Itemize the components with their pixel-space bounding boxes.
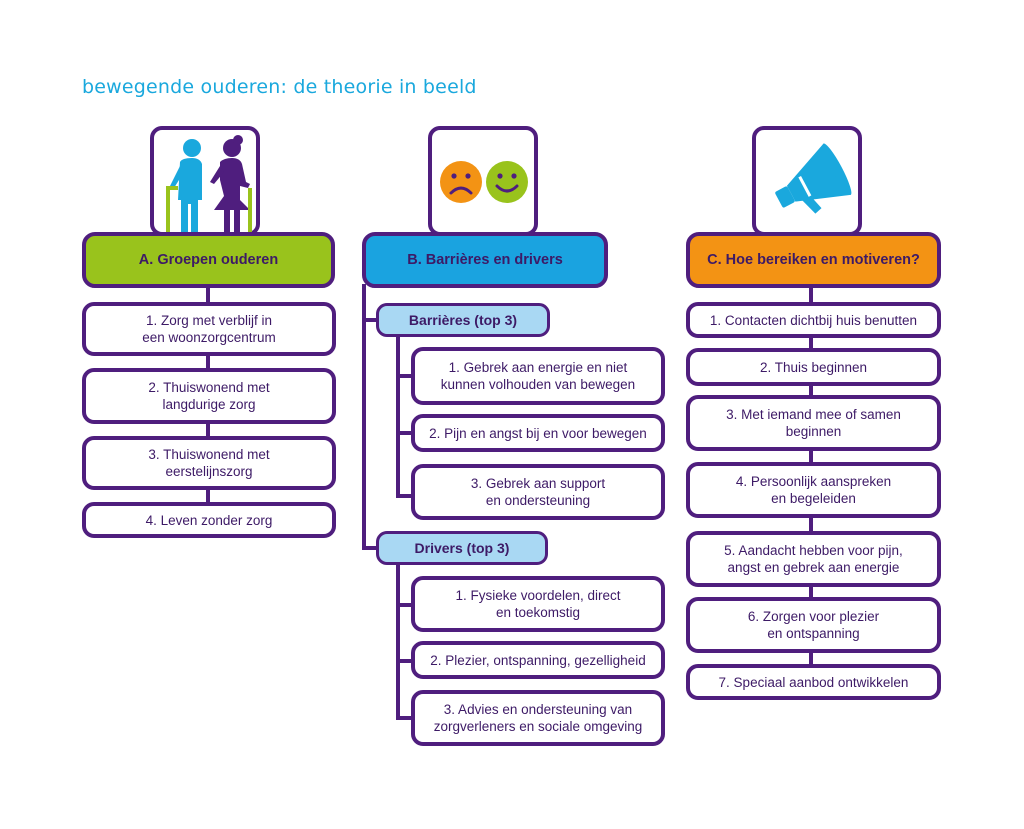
connector-line (396, 659, 412, 663)
elderly-couple-icon (166, 135, 252, 232)
connector-line (396, 374, 412, 378)
icon-box-groepen (150, 126, 260, 236)
page-title: bewegende ouderen: de theorie in beeld (82, 76, 477, 98)
list-item: 4. Leven zonder zorg (82, 502, 336, 538)
list-item: 1. Gebrek aan energie en niet kunnen vol… (411, 347, 665, 405)
list-item: 7. Speciaal aanbod ontwikkelen (686, 664, 941, 700)
megaphone-icon (775, 143, 852, 214)
connector-line (396, 334, 400, 498)
connector-line (206, 422, 210, 436)
list-item: 1. Zorg met verblijf in een woonzorgcent… (82, 302, 336, 356)
list-item: 3. Advies en ondersteuning van zorgverle… (411, 690, 665, 746)
list-item: 5. Aandacht hebben voor pijn, angst en g… (686, 531, 941, 587)
icon-box-barrieres (428, 126, 538, 236)
connector-line (396, 431, 412, 435)
header-label: A. Groepen ouderen (138, 252, 279, 268)
list-item: 2. Pijn en angst bij en voor bewegen (411, 414, 665, 452)
connector-line (206, 488, 210, 502)
list-item: 4. Persoonlijk aanspreken en begeleiden (686, 462, 941, 518)
sad-happy-faces-icon (440, 161, 528, 203)
connector-line (206, 288, 210, 302)
list-item: 1. Fysieke voordelen, direct en toekomst… (411, 576, 665, 632)
list-item: 1. Contacten dichtbij huis benutten (686, 302, 941, 338)
subheader-barrieres: Barrières (top 3) (376, 303, 550, 337)
list-item: 6. Zorgen voor plezier en ontspanning (686, 597, 941, 653)
list-item: 3. Thuiswonend met eerstelijnszorg (82, 436, 336, 490)
header-label: B. Barrières en drivers (407, 252, 563, 268)
connector-line (396, 562, 400, 720)
connector-line (362, 546, 378, 550)
connector-line (396, 716, 412, 720)
subheader-label: Drivers (top 3) (414, 540, 510, 556)
list-item: 3. Gebrek aan support en ondersteuning (411, 464, 665, 520)
connector-line (362, 284, 366, 550)
list-item: 2. Thuis beginnen (686, 348, 941, 386)
icon-box-bereiken (752, 126, 862, 236)
header-groepen-ouderen: A. Groepen ouderen (82, 232, 335, 288)
list-item: 3. Met iemand mee of samen beginnen (686, 395, 941, 451)
connector-line (206, 354, 210, 368)
connector-line (396, 603, 412, 607)
subheader-drivers: Drivers (top 3) (376, 531, 548, 565)
header-barrieres-en-drivers: B. Barrières en drivers (362, 232, 608, 288)
subheader-label: Barrières (top 3) (408, 312, 518, 328)
header-label: C. Hoe bereiken en motiveren? (707, 252, 920, 268)
list-item: 2. Thuiswonend met langdurige zorg (82, 368, 336, 424)
connector-line (362, 318, 378, 322)
header-hoe-bereiken-en-motiveren: C. Hoe bereiken en motiveren? (686, 232, 941, 288)
list-item: 2. Plezier, ontspanning, gezelligheid (411, 641, 665, 679)
connector-line (396, 494, 412, 498)
